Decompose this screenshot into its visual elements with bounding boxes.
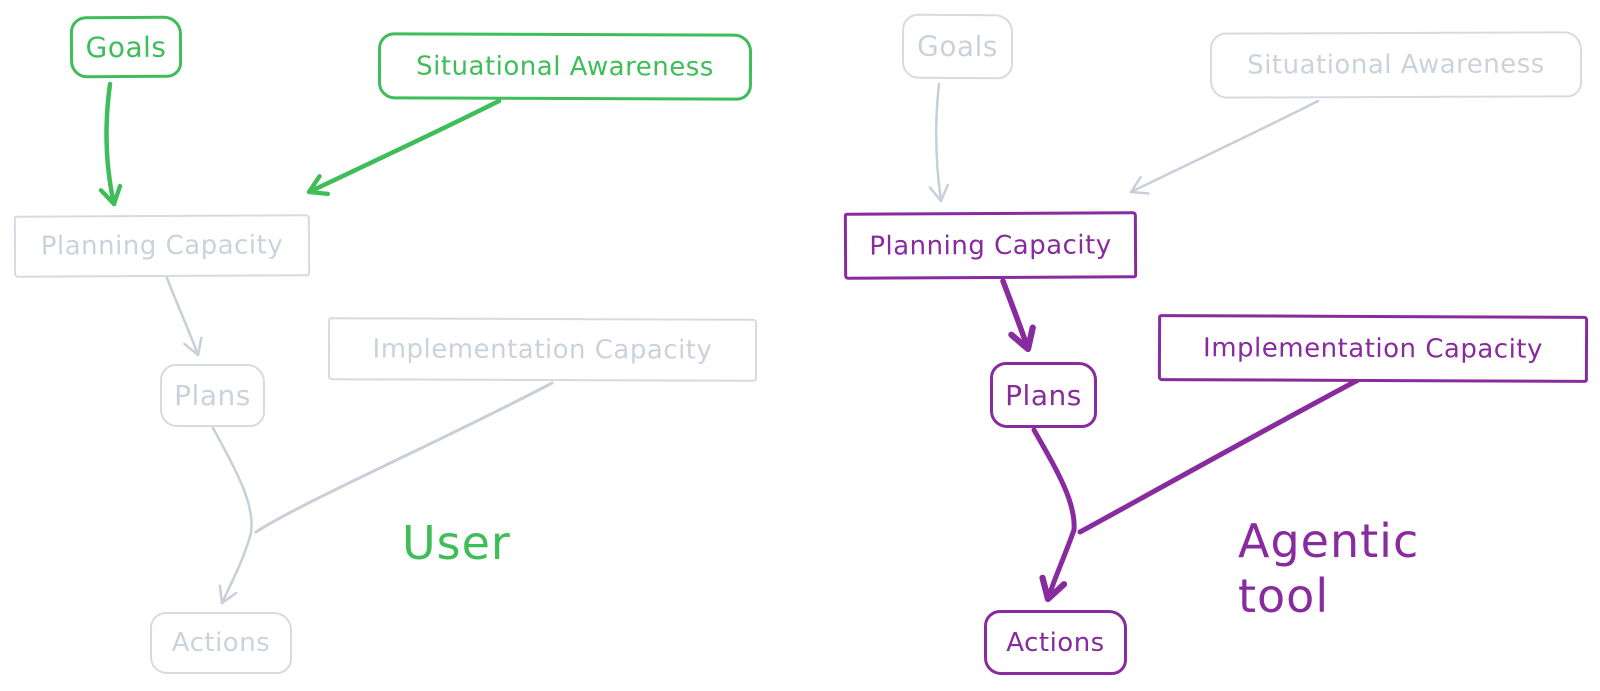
node-implementation-capacity-user: Implementation Capacity	[327, 317, 758, 382]
edge-planning-to-plans-left	[165, 276, 203, 357]
edge-implementation-to-actions-right	[1077, 377, 1361, 535]
node-implementation-capacity-user-label: Implementation Capacity	[372, 333, 713, 366]
node-plans-agentic-label: Plans	[1005, 378, 1082, 412]
node-planning-capacity-user-label: Planning Capacity	[40, 230, 284, 262]
edge-plans-to-actions-right	[1031, 427, 1077, 603]
node-plans-user: Plans	[160, 364, 265, 427]
node-implementation-capacity-agentic-label: Implementation Capacity	[1203, 332, 1543, 365]
node-goals-agentic-label: Goals	[916, 29, 999, 64]
node-implementation-capacity-agentic: Implementation Capacity	[1157, 314, 1589, 383]
node-actions-agentic-label: Actions	[1006, 627, 1105, 658]
node-goals-user-label: Goals	[85, 30, 167, 64]
node-situational-awareness-agentic: Situational Awareness	[1209, 31, 1583, 99]
caption-user: User	[402, 516, 511, 570]
node-planning-capacity-agentic-label: Planning Capacity	[869, 229, 1112, 262]
node-planning-capacity-agentic: Planning Capacity	[843, 211, 1138, 280]
edge-planning-to-plans-right	[1000, 278, 1036, 353]
edge-implementation-to-actions-left	[254, 381, 554, 534]
node-plans-user-label: Plans	[174, 379, 251, 412]
node-plans-agentic: Plans	[990, 362, 1097, 428]
caption-agentic-tool: Agentic tool	[1238, 514, 1420, 624]
node-goals-user: Goals	[69, 15, 183, 79]
edge-goals-to-planning-left	[98, 81, 123, 207]
edge-situational-awareness-to-planning-left	[306, 98, 502, 197]
edge-plans-to-actions-left	[211, 426, 253, 605]
node-planning-capacity-user: Planning Capacity	[13, 214, 311, 278]
node-actions-user-label: Actions	[171, 628, 271, 658]
edge-goals-to-planning-right	[928, 82, 950, 203]
node-goals-agentic: Goals	[901, 13, 1014, 80]
edge-situational-awareness-to-planning-right	[1129, 99, 1320, 195]
node-actions-user: Actions	[150, 612, 292, 674]
node-actions-agentic: Actions	[984, 610, 1127, 675]
node-situational-awareness-agentic-label: Situational Awareness	[1247, 49, 1545, 81]
node-situational-awareness-user: Situational Awareness	[377, 32, 753, 101]
node-situational-awareness-user-label: Situational Awareness	[416, 50, 714, 83]
